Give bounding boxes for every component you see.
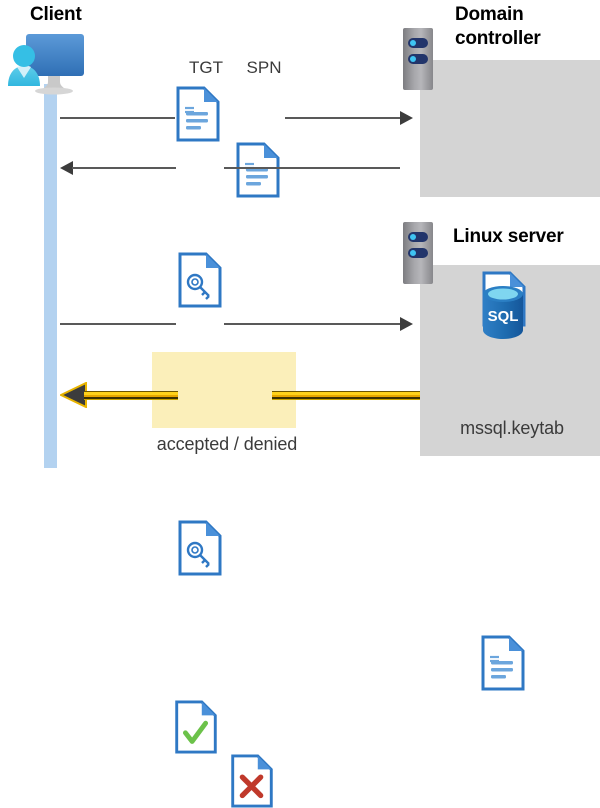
denied-document-icon — [228, 754, 600, 808]
linux-server-title: Linux server — [453, 226, 564, 247]
flow-arrow-to-dc — [400, 111, 413, 125]
keytab-document-icon — [481, 635, 600, 691]
flow-line-request-right — [285, 117, 400, 119]
flow-line-request-left — [60, 117, 175, 119]
client-icon — [4, 28, 100, 96]
ticket-key-document-icon — [178, 252, 600, 308]
sql-label: SQL — [488, 308, 519, 325]
result-line-left — [84, 391, 178, 400]
domain-controller-panel — [420, 60, 600, 197]
flow-line-svcreq-right — [224, 323, 400, 325]
flow-line-svcreq-left — [60, 323, 176, 325]
flow-line-ticket-right — [224, 167, 400, 169]
keytab-label: mssql.keytab — [460, 418, 564, 438]
service-ticket-document-icon — [178, 520, 600, 576]
flow-arrow-to-linux — [400, 317, 413, 331]
flow-arrow-to-client-ticket — [60, 161, 73, 175]
spn-label: SPN — [246, 58, 282, 77]
sql-database-icon: SQL — [477, 283, 529, 346]
client-lifeline — [44, 84, 57, 468]
client-title: Client — [30, 4, 82, 25]
flow-line-ticket-left — [72, 167, 176, 169]
tgt-document-icon — [176, 86, 600, 142]
domain-controller-title-line2: controller — [455, 28, 541, 49]
accepted-document-icon — [172, 700, 600, 754]
domain-controller-title-line1: Domain — [455, 4, 524, 25]
result-line-right — [272, 391, 420, 400]
spn-document-icon — [236, 142, 600, 198]
result-highlight-box — [152, 352, 296, 428]
kerberos-auth-diagram: Client — [4, 4, 600, 808]
result-label: accepted / denied — [156, 434, 298, 454]
linux-server-rack-icon — [403, 222, 433, 284]
tgt-label: TGT — [189, 58, 223, 77]
domain-controller-rack-icon — [403, 28, 433, 90]
